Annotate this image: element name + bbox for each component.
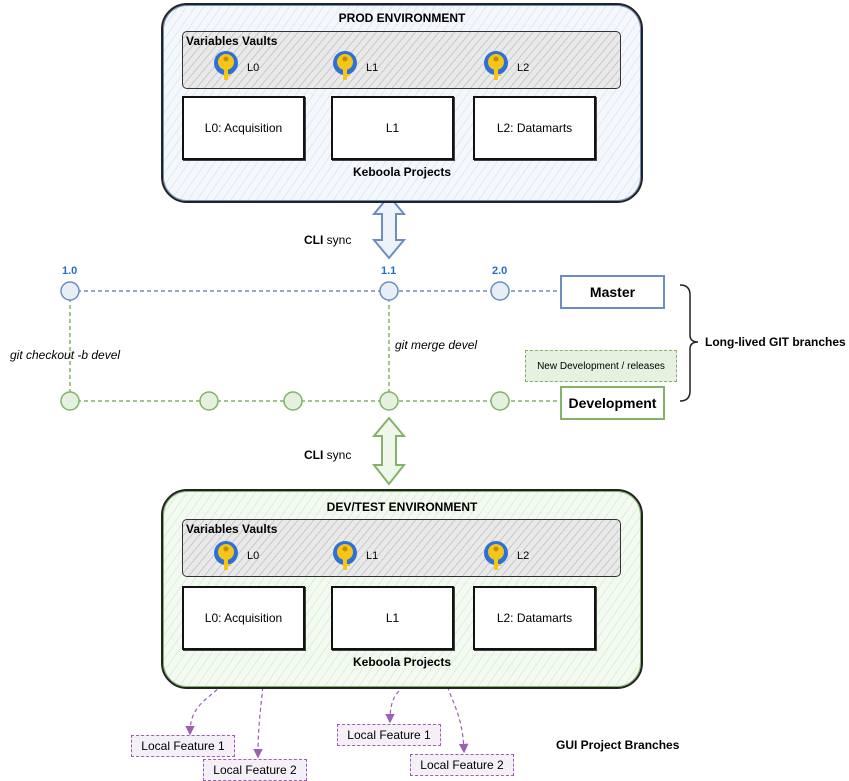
- git-merge-label: git merge devel: [395, 338, 478, 352]
- commit-node-2-0: [490, 281, 510, 301]
- prod-environment-title: PROD ENVIRONMENT: [338, 11, 466, 25]
- dev-commit-node: [199, 391, 219, 411]
- vault-title: Variables Vaults: [186, 522, 278, 536]
- local-feature-box: Local Feature 1: [131, 735, 235, 757]
- version-label: 1.1: [381, 265, 397, 277]
- development-note: New Development / releases: [525, 350, 677, 382]
- dev-projects-label: Keboola Projects: [352, 655, 452, 669]
- key-label-l2: L2: [517, 62, 530, 74]
- prod-variables-vault: Variables Vaults L0 L1 L2: [182, 31, 621, 89]
- version-label: 1.0: [62, 265, 78, 277]
- prod-project-l1: L1: [331, 96, 454, 160]
- dev-environment-title: DEV/TEST ENVIRONMENT: [326, 500, 478, 514]
- master-branch: Master: [560, 275, 665, 309]
- dev-environment: DEV/TEST ENVIRONMENT Variables Vaults L0…: [161, 489, 643, 689]
- dev-commit-node: [60, 391, 80, 411]
- gui-project-branches-label: GUI Project Branches: [556, 738, 680, 752]
- key-icon: [484, 51, 508, 80]
- local-feature-box: Local Feature 2: [203, 759, 307, 781]
- key-icon: [484, 541, 508, 570]
- dev-commit-node: [490, 391, 510, 411]
- key-icon: [214, 51, 238, 80]
- dev-commit-node: [283, 391, 303, 411]
- local-feature-box: Local Feature 1: [337, 724, 441, 746]
- key-label-l1: L1: [366, 62, 379, 74]
- cli-sync-label-bottom: CLI sync: [304, 448, 352, 462]
- dev-commit-node: [379, 391, 399, 411]
- dev-project-l0: L0: Acquisition: [182, 586, 305, 650]
- cli-sync-top-arrow: [371, 194, 407, 260]
- key-icon: [214, 541, 238, 570]
- cli-sync-bottom-arrow: [371, 416, 407, 486]
- feature-branch-link: [253, 651, 265, 759]
- development-branch: Development: [560, 386, 665, 420]
- branches-brace: [679, 284, 699, 402]
- prod-projects-label: Keboola Projects: [352, 165, 452, 179]
- key-label-l0: L0: [247, 550, 260, 562]
- feature-branch-link: [385, 651, 412, 724]
- dev-project-l2: L2: Datamarts: [473, 586, 596, 650]
- key-label-l1: L1: [366, 550, 379, 562]
- key-icon: [333, 541, 357, 570]
- key-icon: [333, 51, 357, 80]
- local-feature-box: Local Feature 2: [410, 754, 514, 776]
- long-lived-branches-label: Long-lived GIT branches: [705, 335, 846, 349]
- key-label-l0: L0: [247, 62, 260, 74]
- key-label-l2: L2: [517, 550, 530, 562]
- dev-variables-vault: Variables Vaults L0 L1 L2: [182, 519, 621, 577]
- prod-project-l2: L2: Datamarts: [473, 96, 596, 160]
- dev-project-l1: L1: [331, 586, 454, 650]
- version-label: 2.0: [492, 265, 508, 277]
- commit-node-1-0: [60, 281, 80, 301]
- commit-node-1-1: [379, 281, 399, 301]
- prod-project-l0: L0: Acquisition: [182, 96, 305, 160]
- cli-sync-label-top: CLI sync: [304, 233, 352, 247]
- feature-branch-link: [185, 651, 234, 736]
- vault-title: Variables Vaults: [186, 34, 278, 48]
- prod-environment: PROD ENVIRONMENT Variables Vaults L0 L1 …: [161, 3, 643, 203]
- git-checkout-label: git checkout -b devel: [10, 348, 121, 362]
- feature-branch-link: [442, 651, 469, 754]
